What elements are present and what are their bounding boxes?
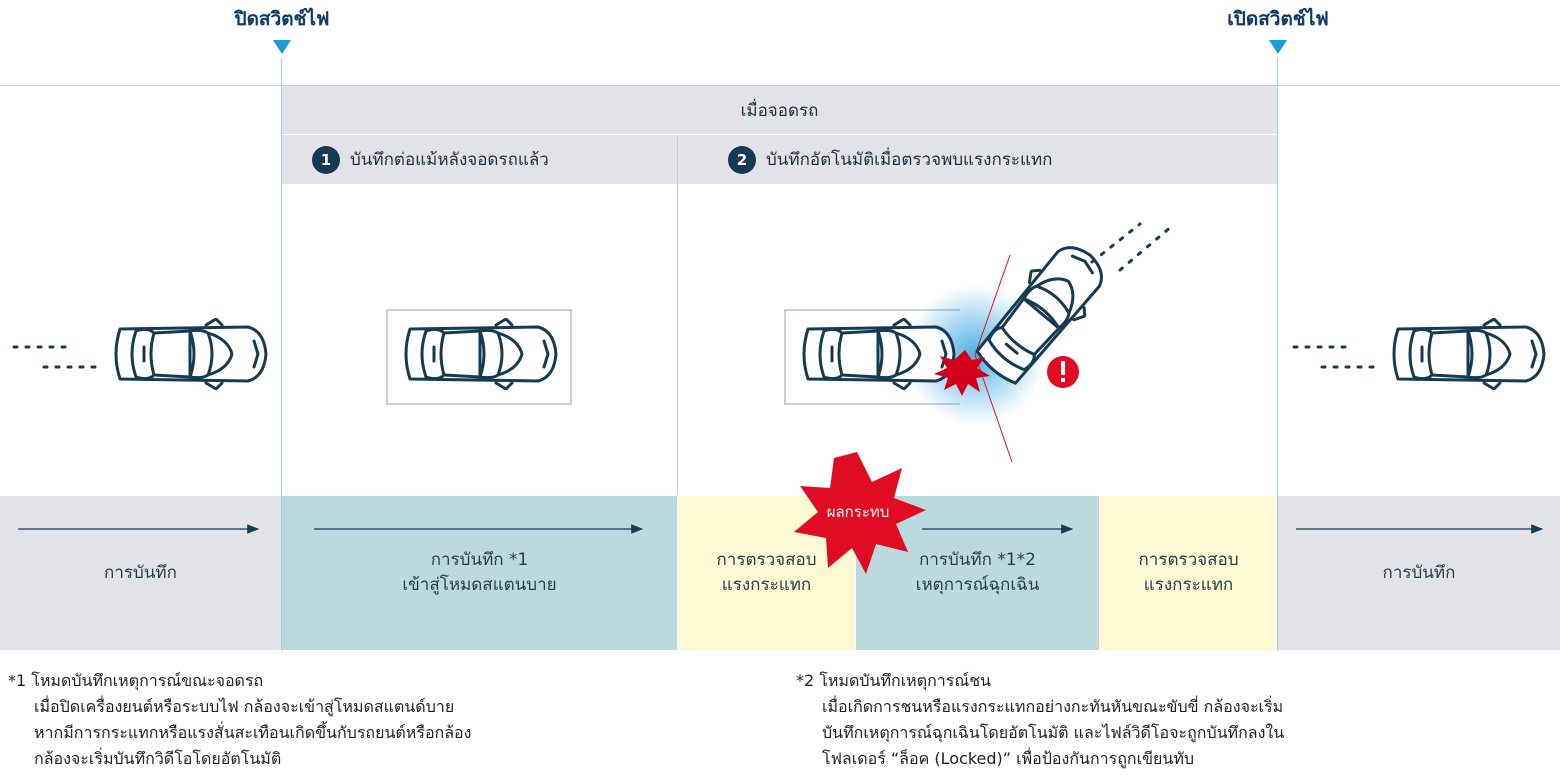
footnote-2-line-1: เมื่อเกิดการชนหรือแรงกระแทกอย่างกะทันหัน… — [822, 697, 1284, 716]
band-recording-right-label: การบันทึก — [1382, 562, 1456, 583]
parking-space-1 — [386, 309, 572, 405]
power-off-guide-line — [281, 58, 282, 651]
power-off-label: ปิดสวิตช์ไฟ — [234, 8, 330, 30]
power-off-marker-icon — [273, 40, 291, 54]
driving-car-right — [1392, 318, 1546, 390]
impact-label: ผลกระทบ — [827, 503, 890, 521]
band-emergency-line-2: เหตุการณ์ฉุกเฉิน — [915, 575, 1040, 595]
band-overlay: ผลกระทบ — [18, 452, 1544, 574]
footnote-2-line-2: บันทึกเหตุการณ์ฉุกเฉินโดยอัตโนมัติ และไฟ… — [822, 723, 1285, 742]
driving-car-left — [114, 318, 268, 390]
footnote-1-line-3: กล้องจะเริ่มบันทึกวิดีโอโดยอัตโนมัติ — [34, 749, 282, 768]
band-recording-left: การบันทึก — [0, 496, 281, 650]
footnote-2: *2 โหมดบันทึกเหตุการณ์ชน เมื่อเกิดการชนห… — [796, 668, 1556, 772]
exclamation-icon — [1047, 356, 1079, 388]
motion-dots-left — [12, 345, 102, 369]
footnote-2-title: *2 โหมดบันทึกเหตุการณ์ชน — [796, 671, 991, 690]
footnote-2-line-3: โฟลเดอร์ “ล็อค (Locked)” เพื่อป้องกันการ… — [822, 749, 1195, 768]
band-impact-detect-2-line-2: แรงกระแทก — [1143, 575, 1234, 595]
mode-2-header: 2 บันทึกอัตโนมัติเมื่อตรวจพบแรงกระแทก — [678, 135, 1277, 184]
mode-1-header: 1 บันทึกต่อแม้หลังจอดรถแล้ว — [282, 135, 677, 184]
band-impact-detect-2-line-1: การตรวจสอบ — [1138, 550, 1239, 570]
footnote-1-line-1: เมื่อปิดเครื่องยนต์หรือระบบไฟ กล้องจะเข้… — [34, 697, 455, 716]
power-on-label: เปิดสวิตช์ไฟ — [1227, 8, 1329, 30]
timeline-top-rule — [0, 85, 1560, 86]
band-standby-line-1: การบันทึก *1 — [430, 550, 529, 570]
band-emergency-line-1: การบันทึก *1*2 — [919, 550, 1036, 570]
impact-burst-large — [794, 452, 926, 574]
power-on-marker-icon — [1269, 40, 1287, 54]
band-standby: การบันทึก *1 เข้าสู่โหมดสแตนบาย — [282, 496, 677, 650]
footnote-1-title: *1 โหมดบันทึกเหตุการณ์ขณะจอดรถ — [8, 671, 264, 690]
mode-1-number: 1 — [312, 145, 340, 174]
parked-header-label: เมื่อจอดรถ — [740, 100, 819, 121]
impact-burst-small — [934, 350, 990, 396]
footnote-1-line-2: หากมีการกระแทกหรือแรงสั่นสะเทือนเกิดขึ้น… — [34, 723, 472, 742]
band-recording-right: การบันทึก — [1278, 496, 1560, 650]
parked-car-mode-2 — [802, 318, 956, 390]
parked-car-mode-1 — [404, 318, 558, 390]
footnote-1: *1 โหมดบันทึกเหตุการณ์ขณะจอดรถ เมื่อปิดเ… — [8, 668, 768, 772]
mode-2-number: 2 — [728, 145, 756, 174]
mode-divider-line — [677, 135, 678, 495]
band-recording-left-label: การบันทึก — [104, 562, 177, 583]
power-on-guide-line — [1277, 58, 1278, 651]
parked-header: เมื่อจอดรถ — [282, 86, 1277, 134]
band-standby-line-2: เข้าสู่โหมดสแตนบาย — [402, 575, 557, 595]
motion-dots-collision — [1090, 222, 1174, 272]
band-impact-detect-1-line-1: การตรวจสอบ — [716, 550, 817, 570]
mode-1-label: บันทึกต่อแม้หลังจอดรถแล้ว — [350, 150, 549, 170]
motion-dots-right — [1292, 345, 1382, 369]
band-impact-detect-2: การตรวจสอบ แรงกระแทก — [1100, 496, 1277, 650]
band-impact-detect-1-line-2: แรงกระแทก — [721, 575, 812, 595]
mode-2-label: บันทึกอัตโนมัติเมื่อตรวจพบแรงกระแทก — [766, 150, 1053, 170]
